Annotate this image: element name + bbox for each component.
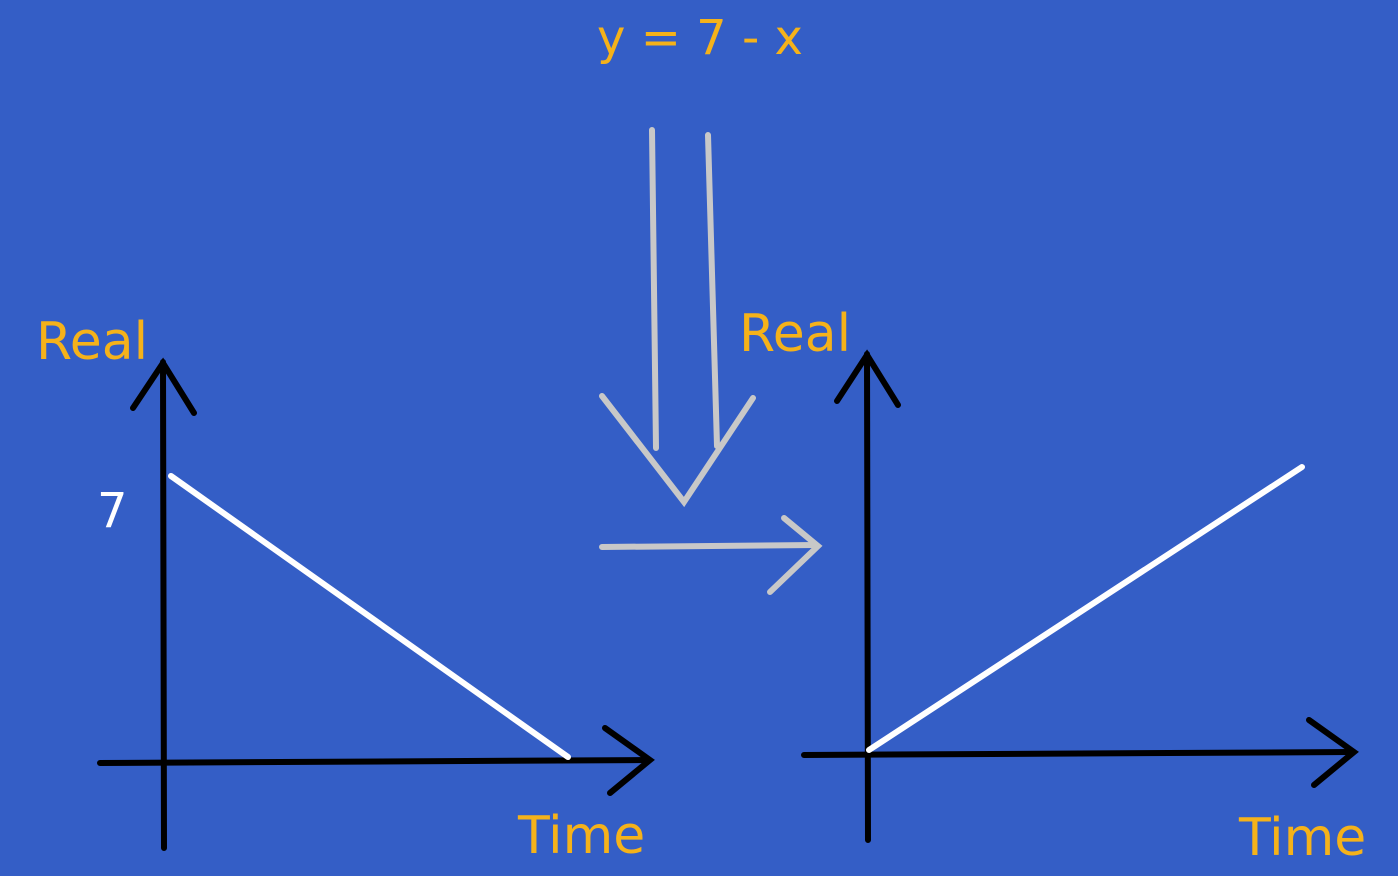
- right-graph: Real Time: [739, 304, 1366, 868]
- right-x-axis-label: Time: [1238, 808, 1366, 868]
- right-y-axis: [864, 351, 871, 843]
- left-decreasing-line: [168, 473, 571, 760]
- right-x-axis-arrowhead: [1306, 717, 1359, 788]
- right-arrow-shaft: [599, 542, 819, 550]
- right-arrow-head: [767, 515, 823, 595]
- left-graph: Real Time 7: [36, 312, 655, 866]
- left-graph-axes: [97, 357, 655, 851]
- left-x-axis-arrowhead: [602, 725, 655, 796]
- down-arrow-shaft-left: [649, 127, 659, 451]
- left-y-axis: [160, 359, 167, 851]
- down-arrow-shaft-right: [705, 132, 720, 449]
- right-y-axis-label: Real: [739, 304, 851, 364]
- right-graph-axes: [801, 349, 1359, 843]
- left-y-intercept-label: 7: [97, 483, 128, 539]
- double-down-arrow-icon: [599, 127, 756, 508]
- left-y-axis-arrowhead: [130, 357, 197, 416]
- left-x-axis-label: Time: [517, 806, 645, 866]
- down-arrow-head: [599, 393, 756, 508]
- left-x-axis: [97, 757, 651, 766]
- right-increasing-line: [866, 464, 1305, 753]
- right-y-axis-arrowhead: [834, 349, 901, 408]
- left-y-axis-label: Real: [36, 312, 148, 372]
- right-arrow-icon: [599, 515, 823, 595]
- equation-title: y = 7 - x: [597, 10, 803, 66]
- right-x-axis: [801, 749, 1355, 758]
